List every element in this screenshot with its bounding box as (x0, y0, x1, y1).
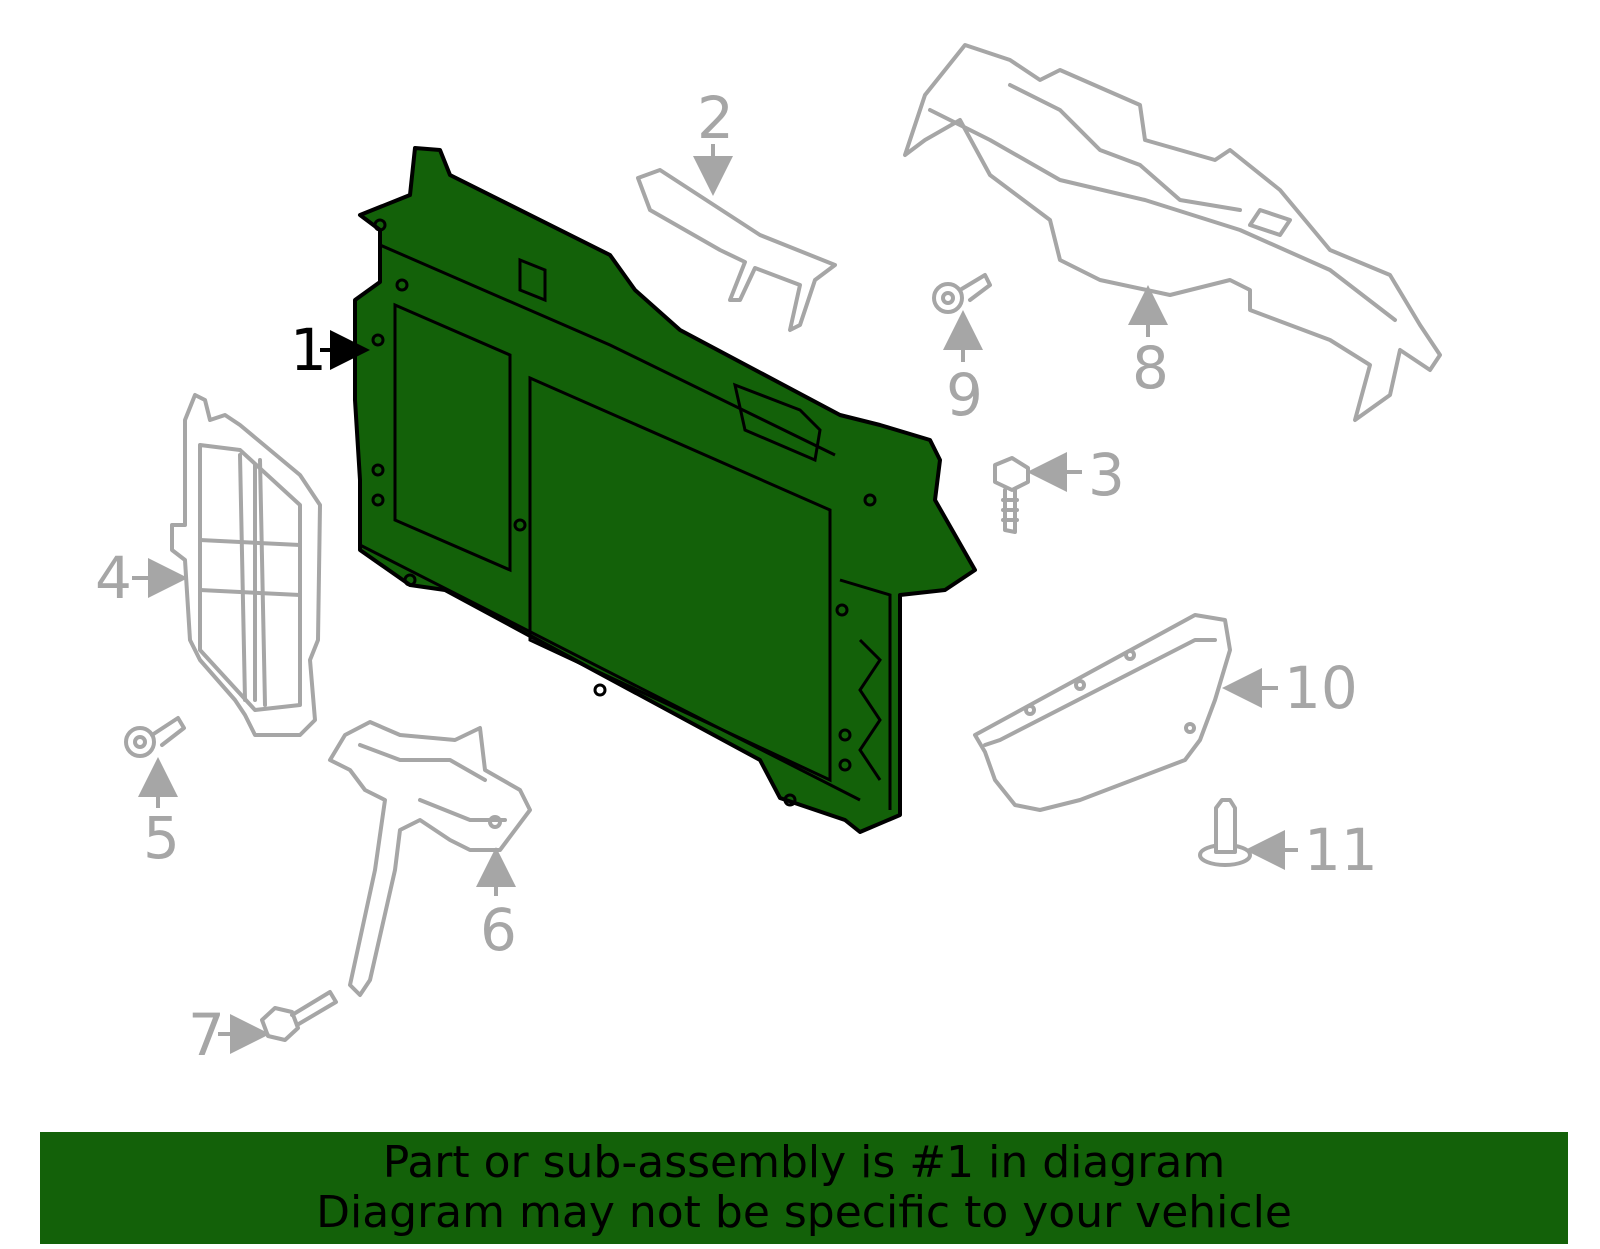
callout-4[interactable]: 4 (95, 544, 132, 612)
part-2-bracket[interactable] (636, 168, 837, 332)
part-7-bolt[interactable] (260, 990, 338, 1042)
callout-8[interactable]: 8 (1132, 334, 1169, 402)
callout-1[interactable]: 1 (290, 316, 327, 384)
part-11-push-pin[interactable] (1198, 798, 1252, 867)
callout-2[interactable]: 2 (697, 84, 734, 152)
callout-labels: 1 2 3 4 5 6 7 8 9 10 11 (95, 84, 1378, 1069)
part-8-tie-bar[interactable] (903, 43, 1442, 422)
info-banner: Part or sub-assembly is #1 in diagram Di… (40, 1132, 1568, 1244)
part-6-latch-bracket[interactable] (328, 720, 532, 997)
part-9-clip[interactable] (932, 273, 992, 314)
banner-line-1: Part or sub-assembly is #1 in diagram (382, 1137, 1226, 1188)
callout-3[interactable]: 3 (1088, 441, 1125, 509)
callout-arrows (132, 144, 1298, 1054)
part-1-radiator-support[interactable] (353, 146, 977, 834)
callout-9[interactable]: 9 (946, 361, 983, 429)
callout-11[interactable]: 11 (1304, 816, 1378, 884)
callout-5[interactable]: 5 (143, 804, 180, 872)
callout-7[interactable]: 7 (188, 1001, 225, 1069)
part-4-deflector[interactable] (170, 393, 322, 737)
banner-line-2: Diagram may not be specific to your vehi… (316, 1187, 1292, 1238)
part-3-bolt[interactable] (993, 456, 1030, 534)
callout-10[interactable]: 10 (1284, 654, 1358, 722)
part-5-clip[interactable] (124, 716, 186, 758)
part-10-air-guide[interactable] (973, 613, 1232, 812)
callout-6[interactable]: 6 (480, 896, 517, 964)
